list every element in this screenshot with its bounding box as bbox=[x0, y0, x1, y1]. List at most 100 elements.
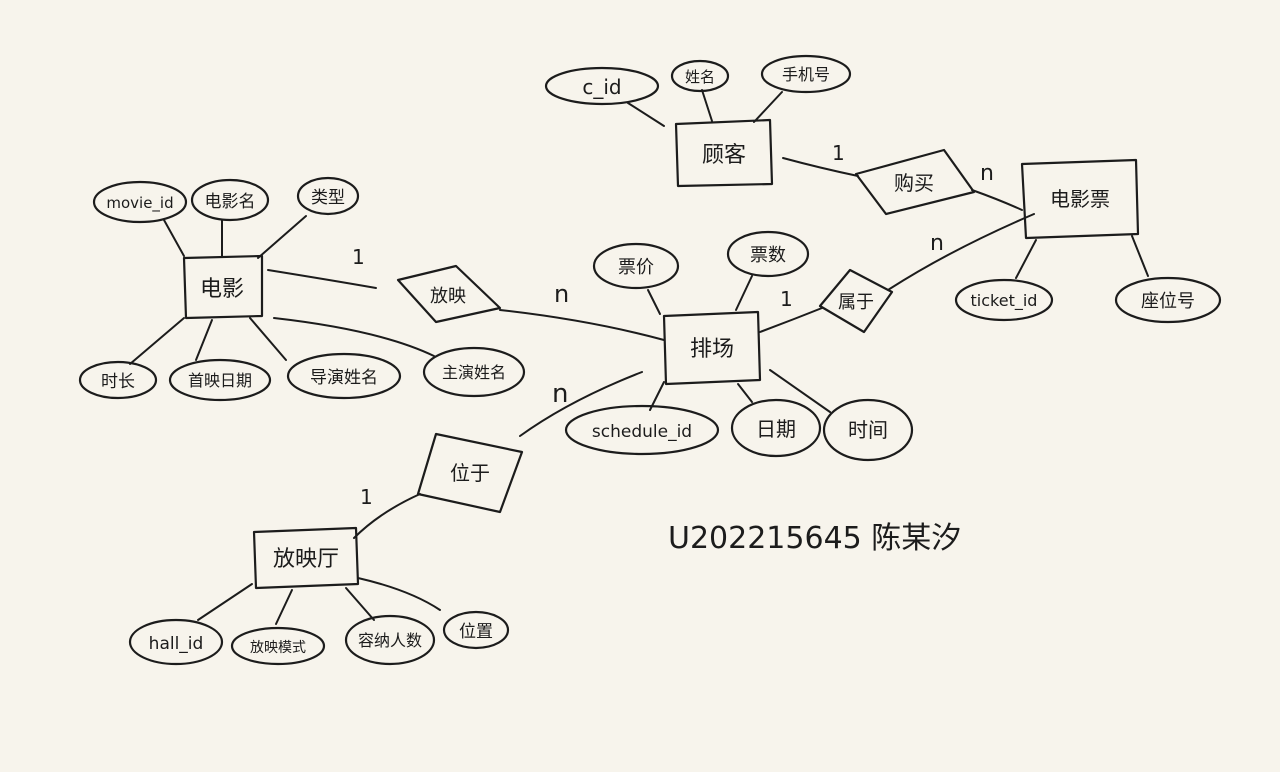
edges bbox=[129, 89, 1149, 625]
edge-schedule-locate bbox=[519, 371, 643, 437]
entity-hall-box bbox=[252, 526, 360, 590]
edge-buy-ticket bbox=[971, 189, 1023, 211]
entity-ticket-label: 电影票 bbox=[1050, 187, 1110, 211]
cardinalities: 1 n 1 n 1 n 1 n bbox=[352, 141, 994, 509]
relationship-show: 放映 bbox=[396, 264, 502, 324]
attr-movie-director bbox=[286, 352, 402, 400]
entity-movie: 电影 bbox=[182, 254, 264, 320]
cardinality-belong-ticket: n bbox=[930, 231, 944, 256]
attr-c-name bbox=[670, 59, 730, 93]
attr-schedule-time-label: 时间 bbox=[848, 418, 888, 442]
attr-movie-star-label: 主演姓名 bbox=[442, 363, 506, 382]
relationship-belong-label: 属于 bbox=[838, 292, 874, 313]
entity-movie-label: 电影 bbox=[200, 277, 244, 302]
edge-movie-id bbox=[163, 219, 185, 257]
attr-movie-type bbox=[296, 176, 360, 216]
relationship-belong: 属于 bbox=[818, 268, 894, 334]
relationship-buy-label: 购买 bbox=[894, 171, 934, 195]
relationship-locate-label: 位于 bbox=[450, 461, 490, 485]
entity-customer-box bbox=[674, 118, 774, 188]
cardinality-locate-schedule: n bbox=[552, 379, 568, 409]
attr-c-id bbox=[544, 66, 660, 106]
edge-hall-id bbox=[197, 583, 253, 621]
edge-ticket-belong bbox=[887, 213, 1035, 291]
cardinality-customer-buy: 1 bbox=[832, 141, 845, 165]
cardinality-show-schedule: n bbox=[554, 280, 569, 308]
attr-movie-name-label: 电影名 bbox=[205, 192, 256, 212]
edge-movie-director bbox=[249, 317, 287, 361]
attr-schedule-id bbox=[564, 404, 720, 456]
attr-movie-premiere-label: 首映日期 bbox=[188, 371, 252, 390]
entity-customer-label: 顾客 bbox=[702, 143, 746, 168]
attr-schedule-price bbox=[592, 242, 680, 290]
entity-ticket: 电影票 bbox=[1020, 158, 1140, 240]
entity-customer: 顾客 bbox=[674, 118, 774, 188]
attr-c-phone-label: 手机号 bbox=[782, 65, 830, 84]
attr-hall-mode bbox=[230, 626, 326, 666]
attr-hall-capacity bbox=[344, 614, 436, 666]
edge-customer-name bbox=[701, 89, 713, 122]
attr-hall-capacity-label: 容纳人数 bbox=[358, 631, 422, 650]
attr-hall-mode-label: 放映模式 bbox=[250, 640, 306, 656]
edge-ticket-id bbox=[1015, 239, 1037, 279]
relationships: 购买 放映 属于 位于 bbox=[396, 148, 976, 514]
entity-schedule: 排场 bbox=[662, 310, 762, 386]
edge-hall-mode bbox=[275, 589, 293, 625]
attr-schedule-price-label: 票价 bbox=[618, 257, 654, 278]
attr-schedule-time bbox=[822, 398, 914, 462]
attr-movie-name bbox=[190, 178, 270, 222]
entity-schedule-box bbox=[662, 310, 762, 386]
attr-schedule-count bbox=[726, 230, 810, 278]
entity-movie-box bbox=[182, 254, 264, 320]
cardinality-buy-ticket: n bbox=[980, 161, 994, 186]
entity-hall: 放映厅 bbox=[252, 526, 360, 590]
author-signature: U202215645 陈某汐 bbox=[668, 521, 961, 556]
entity-schedule-label: 排场 bbox=[690, 337, 734, 362]
attr-movie-premiere bbox=[168, 358, 272, 402]
relationship-buy-shape bbox=[854, 148, 976, 216]
edge-customer-buy bbox=[782, 157, 859, 177]
attr-movie-length bbox=[78, 360, 158, 400]
edge-movie-star bbox=[273, 317, 435, 357]
relationship-show-label: 放映 bbox=[430, 286, 466, 307]
attributes: c_id 姓名 手机号 ticket_id 座位号 movie_id 电影名 类… bbox=[78, 54, 1222, 666]
attr-hall-position bbox=[442, 610, 510, 650]
cardinality-hall-locate: 1 bbox=[360, 485, 373, 509]
edge-customer-phone bbox=[753, 91, 783, 123]
attr-c-phone bbox=[760, 54, 852, 94]
edge-customer-c_id bbox=[627, 102, 665, 127]
entity-hall-label: 放映厅 bbox=[273, 547, 339, 572]
edge-schedule-price bbox=[647, 289, 661, 315]
edge-movie-show bbox=[267, 269, 377, 289]
relationship-belong-shape bbox=[818, 268, 894, 334]
cardinality-movie-show: 1 bbox=[352, 245, 365, 269]
attr-ticket-id bbox=[954, 278, 1054, 322]
entities: 顾客 电影票 电影 排场 放映厅 bbox=[182, 118, 1140, 590]
attr-schedule-day bbox=[730, 398, 822, 458]
attr-schedule-id-label: schedule_id bbox=[592, 422, 692, 442]
edge-movie-length bbox=[129, 317, 185, 365]
attr-movie-director-label: 导演姓名 bbox=[310, 368, 378, 388]
edge-ticket-seat bbox=[1131, 235, 1149, 277]
attr-schedule-day-label: 日期 bbox=[756, 417, 796, 441]
relationship-locate: 位于 bbox=[416, 432, 524, 514]
entity-ticket-box bbox=[1020, 158, 1140, 240]
attr-movie-length-label: 时长 bbox=[101, 372, 135, 392]
relationship-buy: 购买 bbox=[854, 148, 976, 216]
edge-movie-type bbox=[257, 215, 307, 259]
edge-schedule-time bbox=[769, 369, 831, 413]
edge-show-schedule bbox=[499, 309, 665, 341]
edge-schedule-count bbox=[735, 275, 753, 311]
relationship-show-shape bbox=[396, 264, 502, 324]
edge-hall-cap bbox=[345, 587, 375, 621]
attr-hall-id bbox=[128, 618, 224, 666]
attr-hall-id-label: hall_id bbox=[149, 634, 204, 654]
edge-locate-hall bbox=[353, 493, 421, 539]
attr-movie-id bbox=[92, 180, 188, 224]
attr-schedule-count-label: 票数 bbox=[750, 245, 786, 266]
attr-movie-star bbox=[422, 346, 526, 398]
attr-movie-type-label: 类型 bbox=[311, 188, 345, 208]
edge-schedule-day bbox=[737, 383, 753, 403]
relationship-locate-shape bbox=[416, 432, 524, 514]
